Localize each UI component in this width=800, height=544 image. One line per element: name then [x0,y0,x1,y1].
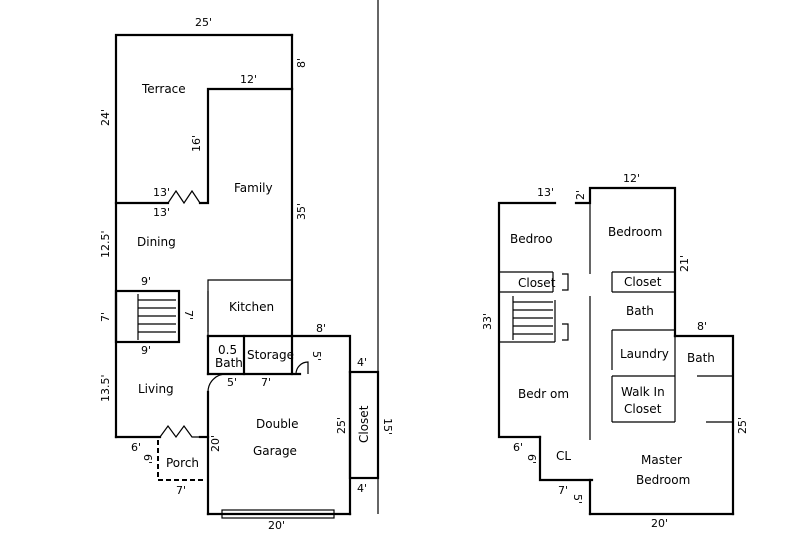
upper-dimensions: 13' 2' 12' 21' 33' 8' 6' 6' 7' 5' 25' 20… [481,172,749,530]
ground-dimensions: 25' 8' 12' 24' 16' 13' 13' 12.5' 35' 9' … [99,16,394,532]
dim-upper-master-left: 5' [571,494,584,504]
dim-family-step: 16' [190,135,203,152]
dim-terrace-bottom-b: 13' [153,206,170,219]
room-double-garage-line2: Garage [253,444,297,458]
dim-garage-bottom: 20' [268,519,285,532]
dim-living-left: 13.5' [99,374,112,402]
room-bath-right: Bath [687,351,715,365]
room-laundry: Laundry [620,347,669,361]
dim-outer-right: 15' [381,418,394,435]
dim-dining-left: 12.5' [99,230,112,258]
dim-upper-bottom: 20' [651,517,668,530]
dim-top: 25' [195,16,212,29]
room-storage: Storage [247,348,294,362]
dim-storage-bottom: 7' [261,376,271,389]
upper-floor-walls [497,186,735,516]
room-terrace: Terrace [141,82,186,96]
dim-garage-top: 8' [316,322,326,335]
dim-family-top: 12' [240,73,257,86]
room-bath-center: Bath [626,304,654,318]
room-cl: CL [556,449,571,463]
room-bedroom-top: Bedroom [608,225,662,239]
dim-garage-closet-top: 4' [357,356,367,369]
dim-upper-center-top: 12' [623,172,640,185]
room-master-line2: Bedroom [636,473,690,487]
dim-closet-bottom: 4' [357,482,367,495]
dim-upper-right-side: 25' [736,417,749,434]
dim-terrace-right: 8' [295,58,308,68]
room-closet-left: Closet [518,276,556,290]
ground-floor-walls [114,0,380,519]
room-walk-in-line2: Closet [624,402,662,416]
room-bedroom-left: Bedroo [510,232,553,246]
room-half-bath: Bath [215,356,243,370]
room-closet-right: Closet [624,275,662,289]
room-dining: Dining [137,235,176,249]
dim-family-right: 35' [295,203,308,220]
dim-porch-left: 6' [141,454,154,464]
dim-upper-bedroom-right: 21' [678,255,691,272]
room-kitchen: Kitchen [229,300,274,314]
dim-kitchen-left: 7' [182,310,195,320]
dim-porch-top-left: 6' [131,441,141,454]
room-walk-in-line1: Walk In [621,385,665,399]
dim-upper-left-bottom: 6' [513,441,523,454]
room-half-bath-number: 0.5 [218,343,237,357]
dim-stair-top: 9' [141,275,151,288]
dim-upper-cl-left: 6' [525,454,538,464]
dim-upper-left-top: 13' [537,186,554,199]
dim-upper-cl-bottom: 7' [558,484,568,497]
room-master-line1: Master [641,453,682,467]
dim-upper-left-side: 33' [481,313,494,330]
room-closet-garage: Closet [357,405,371,443]
dim-terrace-left: 24' [99,109,112,126]
dim-upper-bath-top: 8' [697,320,707,333]
room-living: Living [138,382,174,396]
room-porch: Porch [166,456,199,470]
ground-doors [159,189,309,439]
upper-stairs [512,296,553,340]
room-double-garage-line1: Double [256,417,299,431]
dim-porch-bottom: 7' [176,484,186,497]
dim-bath-bottom: 5' [227,376,237,389]
ground-room-labels: Terrace Family Dining Kitchen 0.5 Bath S… [137,82,371,470]
dim-upper-notch-top: 2' [574,190,587,200]
room-family: Family [234,181,273,195]
dim-storage-right: 5' [310,351,323,361]
upper-room-labels: Bedroo Bedroom Closet Closet Bath Laundr… [510,225,715,487]
room-bedroom-lower: Bedr om [518,387,569,401]
dim-stair-bottom: 9' [141,344,151,357]
ground-stairs [137,294,176,340]
dim-garage-right: 25' [335,417,348,434]
dim-porch-right: 20' [209,435,222,452]
dim-terrace-bottom-a: 13' [153,186,170,199]
dim-stair-left: 7' [99,312,112,322]
